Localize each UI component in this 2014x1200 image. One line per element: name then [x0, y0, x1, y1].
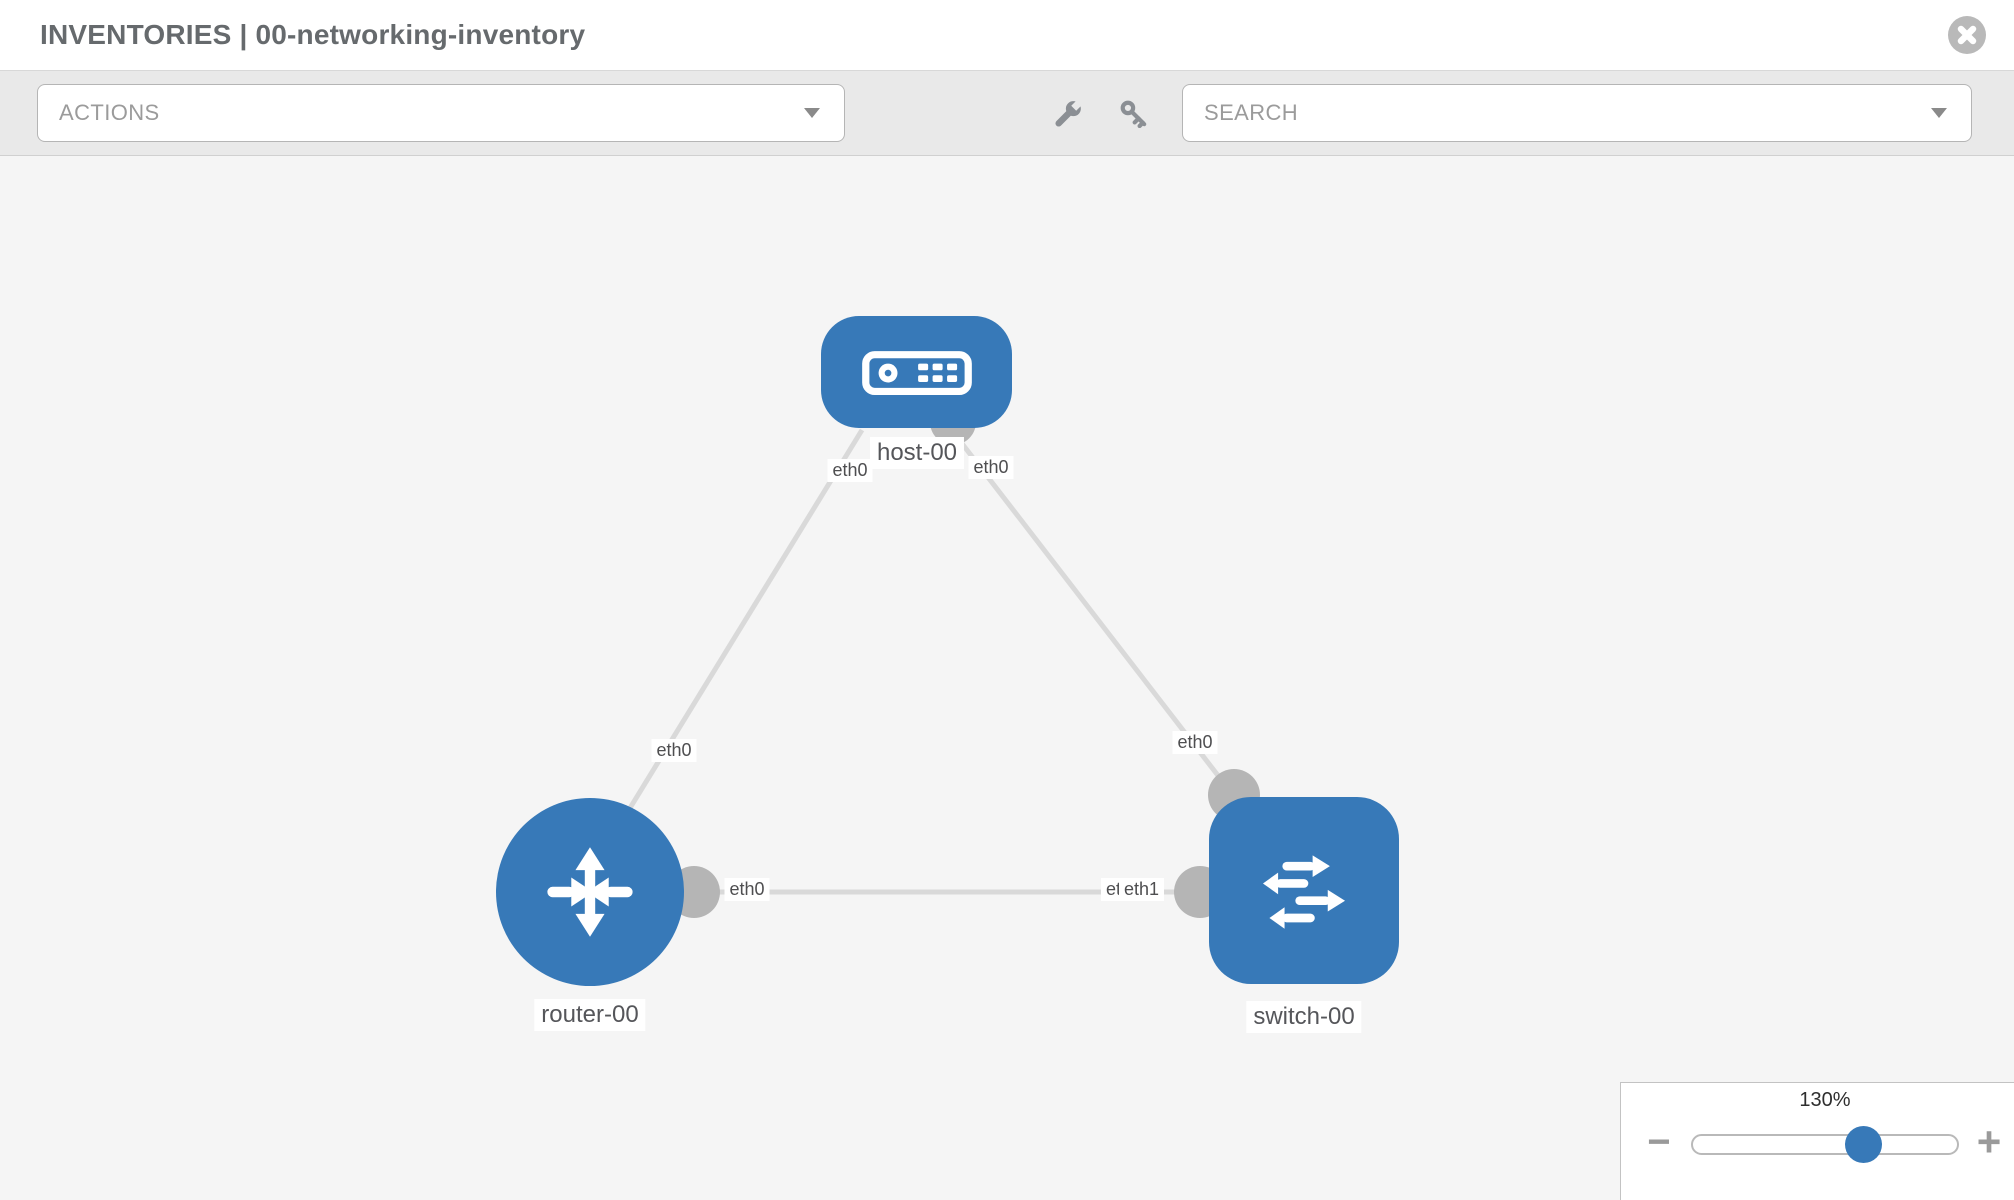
wrench-button[interactable]: [1049, 97, 1085, 138]
node-label-host: host-00: [869, 437, 965, 469]
router-icon: [547, 847, 633, 937]
page-title: INVENTORIES | 00-networking-inventory: [40, 19, 586, 50]
node-label-switch: switch-00: [1246, 1001, 1362, 1033]
node-host-00[interactable]: [821, 316, 1012, 428]
search-combobox[interactable]: [1182, 84, 1972, 142]
toolbar: ACTIONS: [0, 70, 2014, 156]
close-button[interactable]: [1948, 16, 1986, 54]
zoom-control-panel: 130% − +: [1620, 1082, 2014, 1200]
caret-down-icon: [1931, 108, 1947, 118]
actions-dropdown[interactable]: ACTIONS: [37, 84, 845, 142]
search-input[interactable]: [1183, 100, 1931, 126]
zoom-out-button[interactable]: −: [1647, 1120, 1671, 1164]
node-switch-00[interactable]: [1209, 797, 1399, 984]
iface-label-router-top: eth0: [651, 739, 697, 762]
header: INVENTORIES | 00-networking-inventory: [0, 0, 2014, 70]
node-label-router: router-00: [534, 999, 646, 1031]
zoom-slider-thumb[interactable]: [1845, 1126, 1882, 1163]
actions-dropdown-label: ACTIONS: [59, 100, 160, 125]
topology-links-layer: [627, 399, 1260, 918]
zoom-percent-readout: 130%: [1799, 1089, 1851, 1111]
close-icon: [1957, 25, 1977, 45]
zoom-slider-track[interactable]: [1691, 1134, 1959, 1155]
node-router-00[interactable]: [496, 798, 684, 986]
iface-label-host-left: eth0: [827, 459, 873, 482]
iface-label-switch-left-front: eth1: [1119, 878, 1165, 901]
iface-label-switch-top: eth0: [1172, 731, 1218, 754]
iface-label-router-right: eth0: [724, 878, 770, 901]
wrench-icon: [1055, 99, 1083, 127]
caret-down-icon: [804, 108, 820, 118]
switch-icon: [1262, 854, 1346, 929]
key-icon: [1120, 100, 1147, 129]
host-icon: [861, 350, 972, 395]
topology-canvas[interactable]: host-00 router-00 switch-00 eth0 eth0 et…: [0, 156, 2014, 1200]
iface-label-host-right: eth0: [968, 456, 1014, 479]
zoom-in-button[interactable]: +: [1976, 1118, 2002, 1165]
key-button[interactable]: [1117, 97, 1153, 138]
